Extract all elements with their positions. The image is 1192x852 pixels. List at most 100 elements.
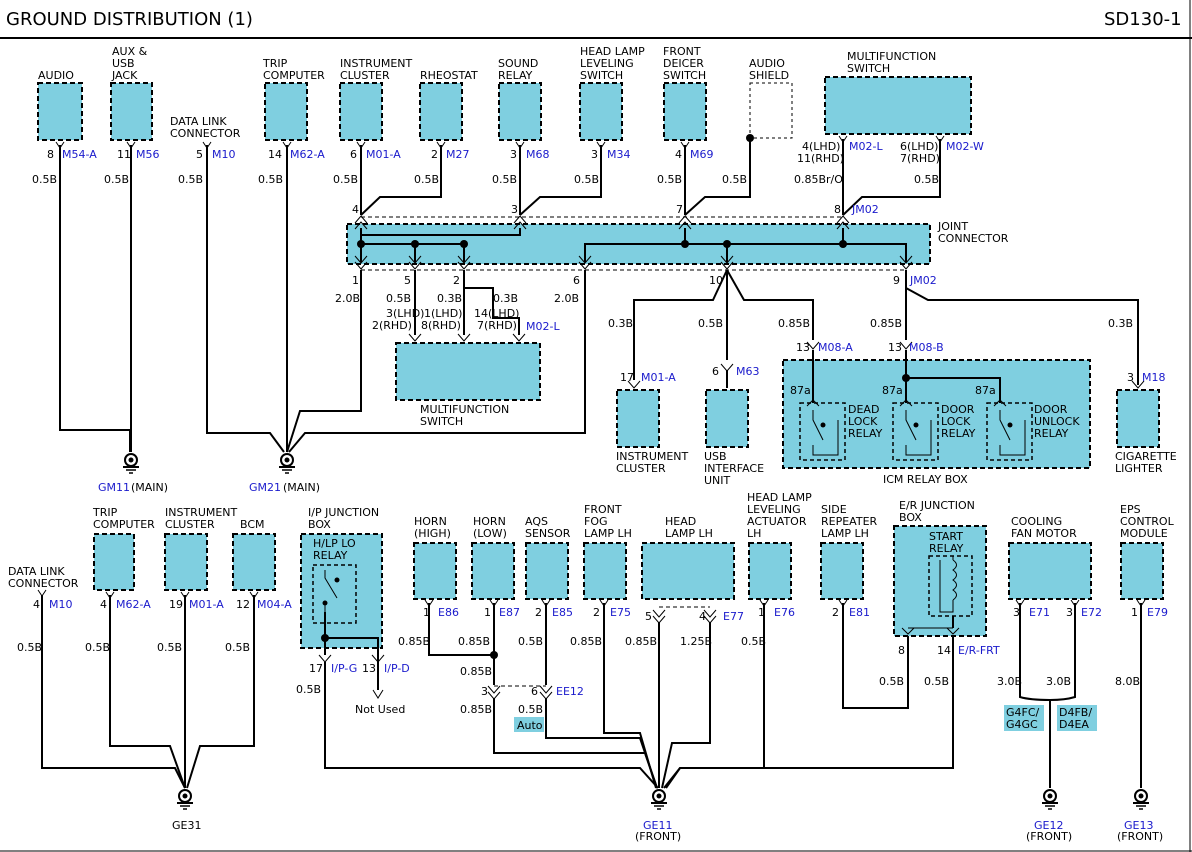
svg-text:0.85B: 0.85B bbox=[460, 665, 492, 678]
svg-text:6: 6 bbox=[350, 148, 357, 161]
svg-text:BOX: BOX bbox=[308, 518, 331, 531]
svg-text:Auto: Auto bbox=[517, 719, 543, 732]
svg-text:LAMP LH: LAMP LH bbox=[584, 527, 632, 540]
svg-text:COMPUTER: COMPUTER bbox=[93, 518, 155, 531]
svg-text:CLUSTER: CLUSTER bbox=[616, 462, 666, 475]
svg-text:EE12: EE12 bbox=[556, 685, 584, 698]
svg-text:HEAD LAMP: HEAD LAMP bbox=[747, 491, 812, 504]
svg-text:0.85B: 0.85B bbox=[398, 635, 430, 648]
eps-control-module: EPS CONTROL MODULE 1 E79 8.0B bbox=[1115, 503, 1175, 788]
svg-text:AUDIO: AUDIO bbox=[38, 69, 74, 82]
svg-text:HEAD: HEAD bbox=[665, 515, 696, 528]
ground-ge11: GE11 (FRONT) bbox=[635, 789, 681, 843]
svg-text:4(LHD): 4(LHD) bbox=[802, 140, 840, 153]
top-component-instrument-cluster: INSTRUMENT CLUSTER 6 M01-A 0.5B bbox=[333, 57, 413, 186]
svg-text:5: 5 bbox=[196, 148, 203, 161]
svg-text:M02-W: M02-W bbox=[946, 140, 984, 153]
svg-text:E71: E71 bbox=[1029, 606, 1050, 619]
top-component-multifunction-switch: MULTIFUNCTION SWITCH 4(LHD) 11(RHD) M02-… bbox=[794, 50, 984, 186]
cigarette-lighter: 0.3B 3 M18 CIGARETTE LIGHTER bbox=[1108, 317, 1177, 475]
ground-gm21: GM21 (MAIN) bbox=[249, 453, 320, 494]
svg-text:SWITCH: SWITCH bbox=[847, 62, 890, 75]
svg-text:2: 2 bbox=[431, 148, 438, 161]
svg-text:4: 4 bbox=[33, 598, 40, 611]
svg-text:M08-B: M08-B bbox=[909, 341, 944, 354]
svg-text:M69: M69 bbox=[690, 148, 714, 161]
joint-connector: JOINT CONNECTOR 4 3 7 8 JM02 1 5 2 6 10 … bbox=[335, 203, 1009, 305]
svg-text:USB: USB bbox=[112, 57, 135, 70]
svg-text:E/R-FRT: E/R-FRT bbox=[958, 644, 1000, 657]
svg-text:6: 6 bbox=[712, 365, 719, 378]
svg-text:7(RHD): 7(RHD) bbox=[477, 319, 517, 332]
svg-text:LH: LH bbox=[747, 527, 761, 540]
svg-text:M62-A: M62-A bbox=[116, 598, 151, 611]
svg-text:E76: E76 bbox=[774, 606, 795, 619]
svg-text:TRIP: TRIP bbox=[92, 506, 118, 519]
svg-text:Not Used: Not Used bbox=[355, 703, 405, 716]
svg-text:5: 5 bbox=[645, 610, 652, 623]
svg-text:(MAIN): (MAIN) bbox=[283, 481, 320, 494]
svg-text:START: START bbox=[929, 530, 963, 543]
svg-text:3: 3 bbox=[1013, 606, 1020, 619]
top-component-front-deicer-switch: FRONT DEICER SWITCH 4 M69 0.5B bbox=[657, 45, 714, 186]
svg-text:(MAIN): (MAIN) bbox=[131, 481, 168, 494]
svg-text:FRONT: FRONT bbox=[584, 503, 622, 516]
svg-text:0.85B: 0.85B bbox=[625, 635, 657, 648]
svg-text:FOG: FOG bbox=[584, 515, 608, 528]
svg-text:(FRONT): (FRONT) bbox=[635, 830, 681, 843]
svg-text:3.0B: 3.0B bbox=[1046, 675, 1071, 688]
svg-text:1: 1 bbox=[423, 606, 430, 619]
svg-text:11: 11 bbox=[117, 148, 131, 161]
svg-text:3: 3 bbox=[1066, 606, 1073, 619]
svg-text:0.5B: 0.5B bbox=[924, 675, 949, 688]
svg-text:DATA LINK: DATA LINK bbox=[170, 115, 227, 128]
svg-text:ACTUATOR: ACTUATOR bbox=[747, 515, 807, 528]
svg-text:3.0B: 3.0B bbox=[997, 675, 1022, 688]
top-component-audio: AUDIO 8 M54-A 0.5B bbox=[32, 69, 97, 186]
svg-text:19: 19 bbox=[169, 598, 183, 611]
svg-text:SHIELD: SHIELD bbox=[749, 69, 789, 82]
svg-text:LAMP LH: LAMP LH bbox=[665, 527, 713, 540]
svg-text:COMPUTER: COMPUTER bbox=[263, 69, 325, 82]
svg-text:8(RHD): 8(RHD) bbox=[421, 319, 461, 332]
joint-lower-wires bbox=[286, 269, 1139, 453]
svg-text:M02-L: M02-L bbox=[849, 140, 883, 153]
svg-text:INSTRUMENT: INSTRUMENT bbox=[165, 506, 238, 519]
svg-text:LOCK: LOCK bbox=[848, 415, 878, 428]
svg-text:G4GC: G4GC bbox=[1006, 718, 1038, 731]
svg-text:E85: E85 bbox=[552, 606, 573, 619]
svg-text:CONNECTOR: CONNECTOR bbox=[8, 577, 79, 590]
svg-text:LEVELING: LEVELING bbox=[747, 503, 801, 516]
svg-text:1.25B: 1.25B bbox=[680, 635, 712, 648]
svg-text:RELAY: RELAY bbox=[941, 427, 976, 440]
ee12-connector: 3 6 EE12 0.85B 0.85B 0.5B Auto bbox=[460, 665, 658, 789]
svg-text:I/P-G: I/P-G bbox=[331, 662, 357, 675]
svg-text:0.3B: 0.3B bbox=[493, 292, 518, 305]
svg-text:HORN: HORN bbox=[414, 515, 447, 528]
svg-text:9: 9 bbox=[893, 274, 900, 287]
svg-text:BOX: BOX bbox=[899, 511, 922, 524]
svg-text:5: 5 bbox=[404, 274, 411, 287]
top-component-sound-relay: SOUND RELAY 3 M68 0.5B bbox=[492, 57, 550, 186]
svg-text:0.5B: 0.5B bbox=[32, 173, 57, 186]
bottom-mid-components: HORN (HIGH) 1 E86 0.85B HORN (LOW) 1 E87… bbox=[398, 491, 878, 789]
svg-text:GM21: GM21 bbox=[249, 481, 281, 494]
svg-text:14(LHD): 14(LHD) bbox=[474, 307, 519, 320]
svg-text:CONNECTOR: CONNECTOR bbox=[938, 232, 1009, 245]
er-junction-box: E/R JUNCTION BOX START RELAY 8 14 E/R-FR… bbox=[665, 499, 1000, 789]
svg-text:2.0B: 2.0B bbox=[554, 292, 579, 305]
bottom-left-components: DATA LINK CONNECTOR 4 M10 0.5B TRIP COMP… bbox=[8, 506, 292, 789]
svg-text:0.3B: 0.3B bbox=[608, 317, 633, 330]
svg-text:DOOR: DOOR bbox=[941, 403, 975, 416]
svg-text:0.5B: 0.5B bbox=[178, 173, 203, 186]
svg-text:CIGARETTE: CIGARETTE bbox=[1115, 450, 1177, 463]
svg-text:DEAD: DEAD bbox=[848, 403, 879, 416]
svg-text:1: 1 bbox=[758, 606, 765, 619]
svg-text:3: 3 bbox=[591, 148, 598, 161]
top-component-aux-usb-jack: AUX & USB JACK 11 M56 0.5B bbox=[104, 45, 160, 186]
svg-text:7(RHD): 7(RHD) bbox=[900, 152, 940, 165]
svg-text:GM11: GM11 bbox=[98, 481, 130, 494]
svg-text:3: 3 bbox=[511, 203, 518, 216]
svg-text:LIGHTER: LIGHTER bbox=[1115, 462, 1163, 475]
svg-text:0.5B: 0.5B bbox=[225, 641, 250, 654]
